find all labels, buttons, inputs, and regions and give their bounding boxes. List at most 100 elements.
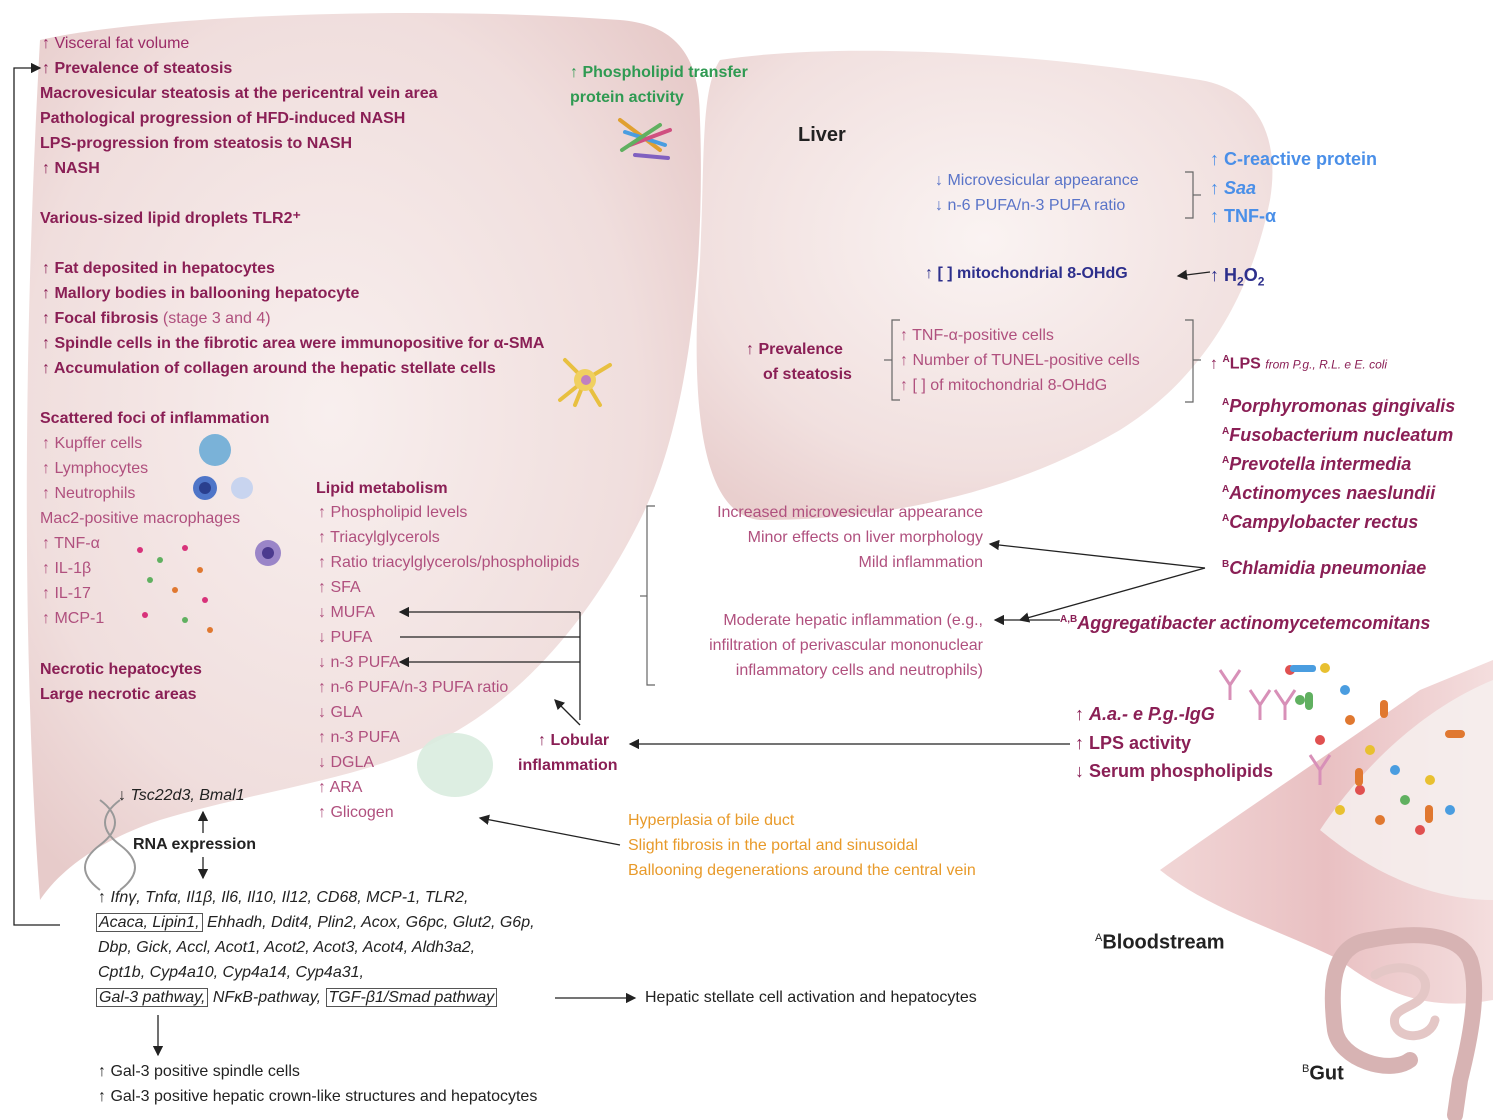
prevalence-mid-line1: ↑ Prevalence <box>746 340 843 360</box>
moderate-line1: Moderate hepatic inflammation (e.g., <box>723 611 983 631</box>
bacteria-item: ACampylobacter rectus <box>1222 508 1418 533</box>
gal3-crown-text: ↑ Gal-3 positive hepatic crown-like stru… <box>98 1087 537 1107</box>
bloodstream-text: Bloodstream <box>1102 932 1224 954</box>
gut-text: Gut <box>1309 1063 1343 1085</box>
increased-microvesicular-text: Increased microvesicular appearance <box>717 503 983 523</box>
moderate-line2: infiltration of perivascular mononuclear <box>709 636 983 656</box>
pathological-progression-text: Pathological progression of HFD-induced … <box>40 109 405 129</box>
mcp1-text: ↑ MCP-1 <box>42 609 104 629</box>
lipid-item: ↓ MUFA <box>318 603 375 623</box>
phospholipid-transfer-text: ↑ Phospholipid transfer <box>570 63 748 83</box>
bacteria-superscript: A,B <box>1060 614 1077 625</box>
spindle-cells-text: ↑ Spindle cells in the fibrotic area wer… <box>42 334 544 354</box>
minor-effects-text: Minor effects on liver morphology <box>748 528 983 548</box>
lipid-droplets-text: Various-sized lipid droplets TLR2⁺ <box>40 209 301 229</box>
il17-text: ↑ IL-17 <box>42 584 91 604</box>
mallory-bodies-text: ↑ Mallory bodies in ballooning hepatocyt… <box>42 284 359 304</box>
bacteria-name: Actinomyces naeslundii <box>1229 483 1435 503</box>
lipid-item: ↓ PUFA <box>318 628 372 648</box>
tgf-pathway-box: TGF-β1/Smad pathway <box>326 988 498 1007</box>
prevalence-steatosis-text: ↑ Prevalence of steatosis <box>42 59 232 79</box>
saa-line: ↑ Saa <box>1210 177 1256 199</box>
lipid-item: ↑ Triacylglycerols <box>318 528 440 548</box>
igg-text: A.a.- e P.g.-IgG <box>1089 704 1215 724</box>
bacteria-name: Aggregatibacter actinomycetemcomitans <box>1077 613 1430 633</box>
lps-from-text: from P.g., R.L. e E. coli <box>1265 357 1387 371</box>
lipid-item: ↑ Ratio triacylglycerols/phospholipids <box>318 553 579 573</box>
igg-arrow: ↑ <box>1075 704 1084 724</box>
h2o2-h: ↑ H <box>1210 265 1237 285</box>
bacteria-item: AFusobacterium nucleatum <box>1222 421 1453 446</box>
mild-inflammation-text: Mild inflammation <box>859 553 983 573</box>
h2o2-o: O <box>1244 265 1258 285</box>
rna-expression-title: RNA expression <box>133 835 256 855</box>
rna-line2: Acaca, Lipin1, Ehhadh, Ddit4, Plin2, Aco… <box>96 913 535 933</box>
rna-line1: ↑ Ifnγ, Tnfα, Il1β, Il6, Il10, Il12, CD6… <box>98 888 468 908</box>
il1-text: ↑ IL-1β <box>42 559 91 579</box>
bacteria-name: Chlamidia pneumoniae <box>1229 558 1426 578</box>
lipid-item: ↑ Phospholipid levels <box>318 503 467 523</box>
macrovesicular-text: Macrovesicular steatosis at the pericent… <box>40 84 438 104</box>
igg-line: ↑ A.a.- e P.g.-IgG <box>1075 703 1215 725</box>
protein-activity-text: protein activity <box>570 88 684 108</box>
focal-fibrosis-line: ↑ Focal fibrosis (stage 3 and 4) <box>42 309 271 329</box>
prevalence-mid-line2: of steatosis <box>763 365 852 385</box>
saa-text: Saa <box>1224 178 1256 198</box>
gal3-pathway-box: Gal-3 pathway, <box>96 988 208 1007</box>
focal-fibrosis-text: ↑ Focal fibrosis <box>42 310 158 327</box>
ohdg-mid-text: ↑ [ ] of mitochondrial 8-OHdG <box>900 376 1107 396</box>
rna-line2-rest: Ehhadh, Ddit4, Plin2, Acox, G6pc, Glut2,… <box>203 914 535 931</box>
lipid-item: ↑ n-6 PUFA/n-3 PUFA ratio <box>318 678 508 698</box>
lps-arrow: ↑ <box>1210 355 1218 372</box>
large-necrotic-text: Large necrotic areas <box>40 685 197 705</box>
liver-label: Liver <box>798 125 846 145</box>
gallbladder <box>417 733 493 797</box>
gut-label: BGut <box>1302 1057 1344 1086</box>
hyperplasia-text: Hyperplasia of bile duct <box>628 811 794 831</box>
collagen-text: ↑ Accumulation of collagen around the he… <box>42 359 496 379</box>
tunel-positive-text: ↑ Number of TUNEL-positive cells <box>900 351 1140 371</box>
tsc22d3-text: ↓ Tsc22d3, Bmal1 <box>118 786 245 806</box>
lipid-item: ↓ GLA <box>318 703 362 723</box>
nash-text: ↑ NASH <box>42 159 100 179</box>
tnf-positive-cells-text: ↑ TNF-α-positive cells <box>900 326 1054 346</box>
acaca-lipin-box: Acaca, Lipin1, <box>96 913 203 932</box>
microvesicular-text: ↓ Microvesicular appearance <box>935 171 1139 191</box>
lipid-item: ↑ Glicogen <box>318 803 394 823</box>
liver-right-lobe <box>697 51 1273 520</box>
lipid-item: ↑ ARA <box>318 778 362 798</box>
inflammation-text: inflammation <box>518 756 618 776</box>
mitochondrial-ohdg-text: ↑ [ ] mitochondrial 8-OHdG <box>925 264 1128 284</box>
lymphocytes-text: ↑ Lymphocytes <box>42 459 148 479</box>
c-reactive-protein-text: ↑ C-reactive protein <box>1210 148 1377 170</box>
focal-stage-text: (stage 3 and 4) <box>163 310 271 327</box>
h2o2-sub1: 2 <box>1237 275 1244 289</box>
bacteria-item: BChlamidia pneumoniae <box>1222 554 1426 579</box>
rna-pathways-line: Gal-3 pathway, NFκB-pathway, TGF-β1/Smad… <box>96 988 497 1008</box>
lobular-text: ↑ Lobular <box>538 731 609 751</box>
kupffer-text: ↑ Kupffer cells <box>42 434 142 454</box>
bacteria-item: A,BAggregatibacter actinomycetemcomitans <box>1060 609 1430 634</box>
bacteria-item: APrevotella intermedia <box>1222 450 1411 475</box>
hepatic-stellate-activation-text: Hepatic stellate cell activation and hep… <box>645 988 977 1008</box>
bacteria-item: APorphyromonas gingivalis <box>1222 392 1455 417</box>
lipid-item: ↓ DGLA <box>318 753 374 773</box>
bacteria-item: AActinomyces naeslundii <box>1222 479 1435 504</box>
lps-activity-text: ↑ LPS activity <box>1075 732 1191 754</box>
h2o2-text: ↑ H2O2 <box>1210 264 1264 293</box>
h2o2-sub2: 2 <box>1258 275 1265 289</box>
lps-sup: A <box>1222 354 1229 365</box>
tnf-left-text: ↑ TNF-α <box>42 534 100 554</box>
nfkb-pathway-text: NFκB-pathway, <box>208 989 325 1006</box>
moderate-line3: inflammatory cells and neutrophils) <box>736 661 983 681</box>
n6-n3-ratio-text: ↓ n-6 PUFA/n-3 PUFA ratio <box>935 196 1125 216</box>
neutrophils-text: ↑ Neutrophils <box>42 484 135 504</box>
bacteria-name: Campylobacter rectus <box>1229 512 1418 532</box>
gal3-spindle-text: ↑ Gal-3 positive spindle cells <box>98 1062 300 1082</box>
bacteria-name: Prevotella intermedia <box>1229 454 1411 474</box>
fat-deposited-text: ↑ Fat deposited in hepatocytes <box>42 259 275 279</box>
lipid-metabolism-title: Lipid metabolism <box>316 479 448 499</box>
saa-arrow: ↑ <box>1210 178 1219 198</box>
serum-phospholipids-text: ↓ Serum phospholipids <box>1075 760 1273 782</box>
rna-line4: Cpt1b, Cyp4a10, Cyp4a14, Cyp4a31, <box>98 963 364 983</box>
